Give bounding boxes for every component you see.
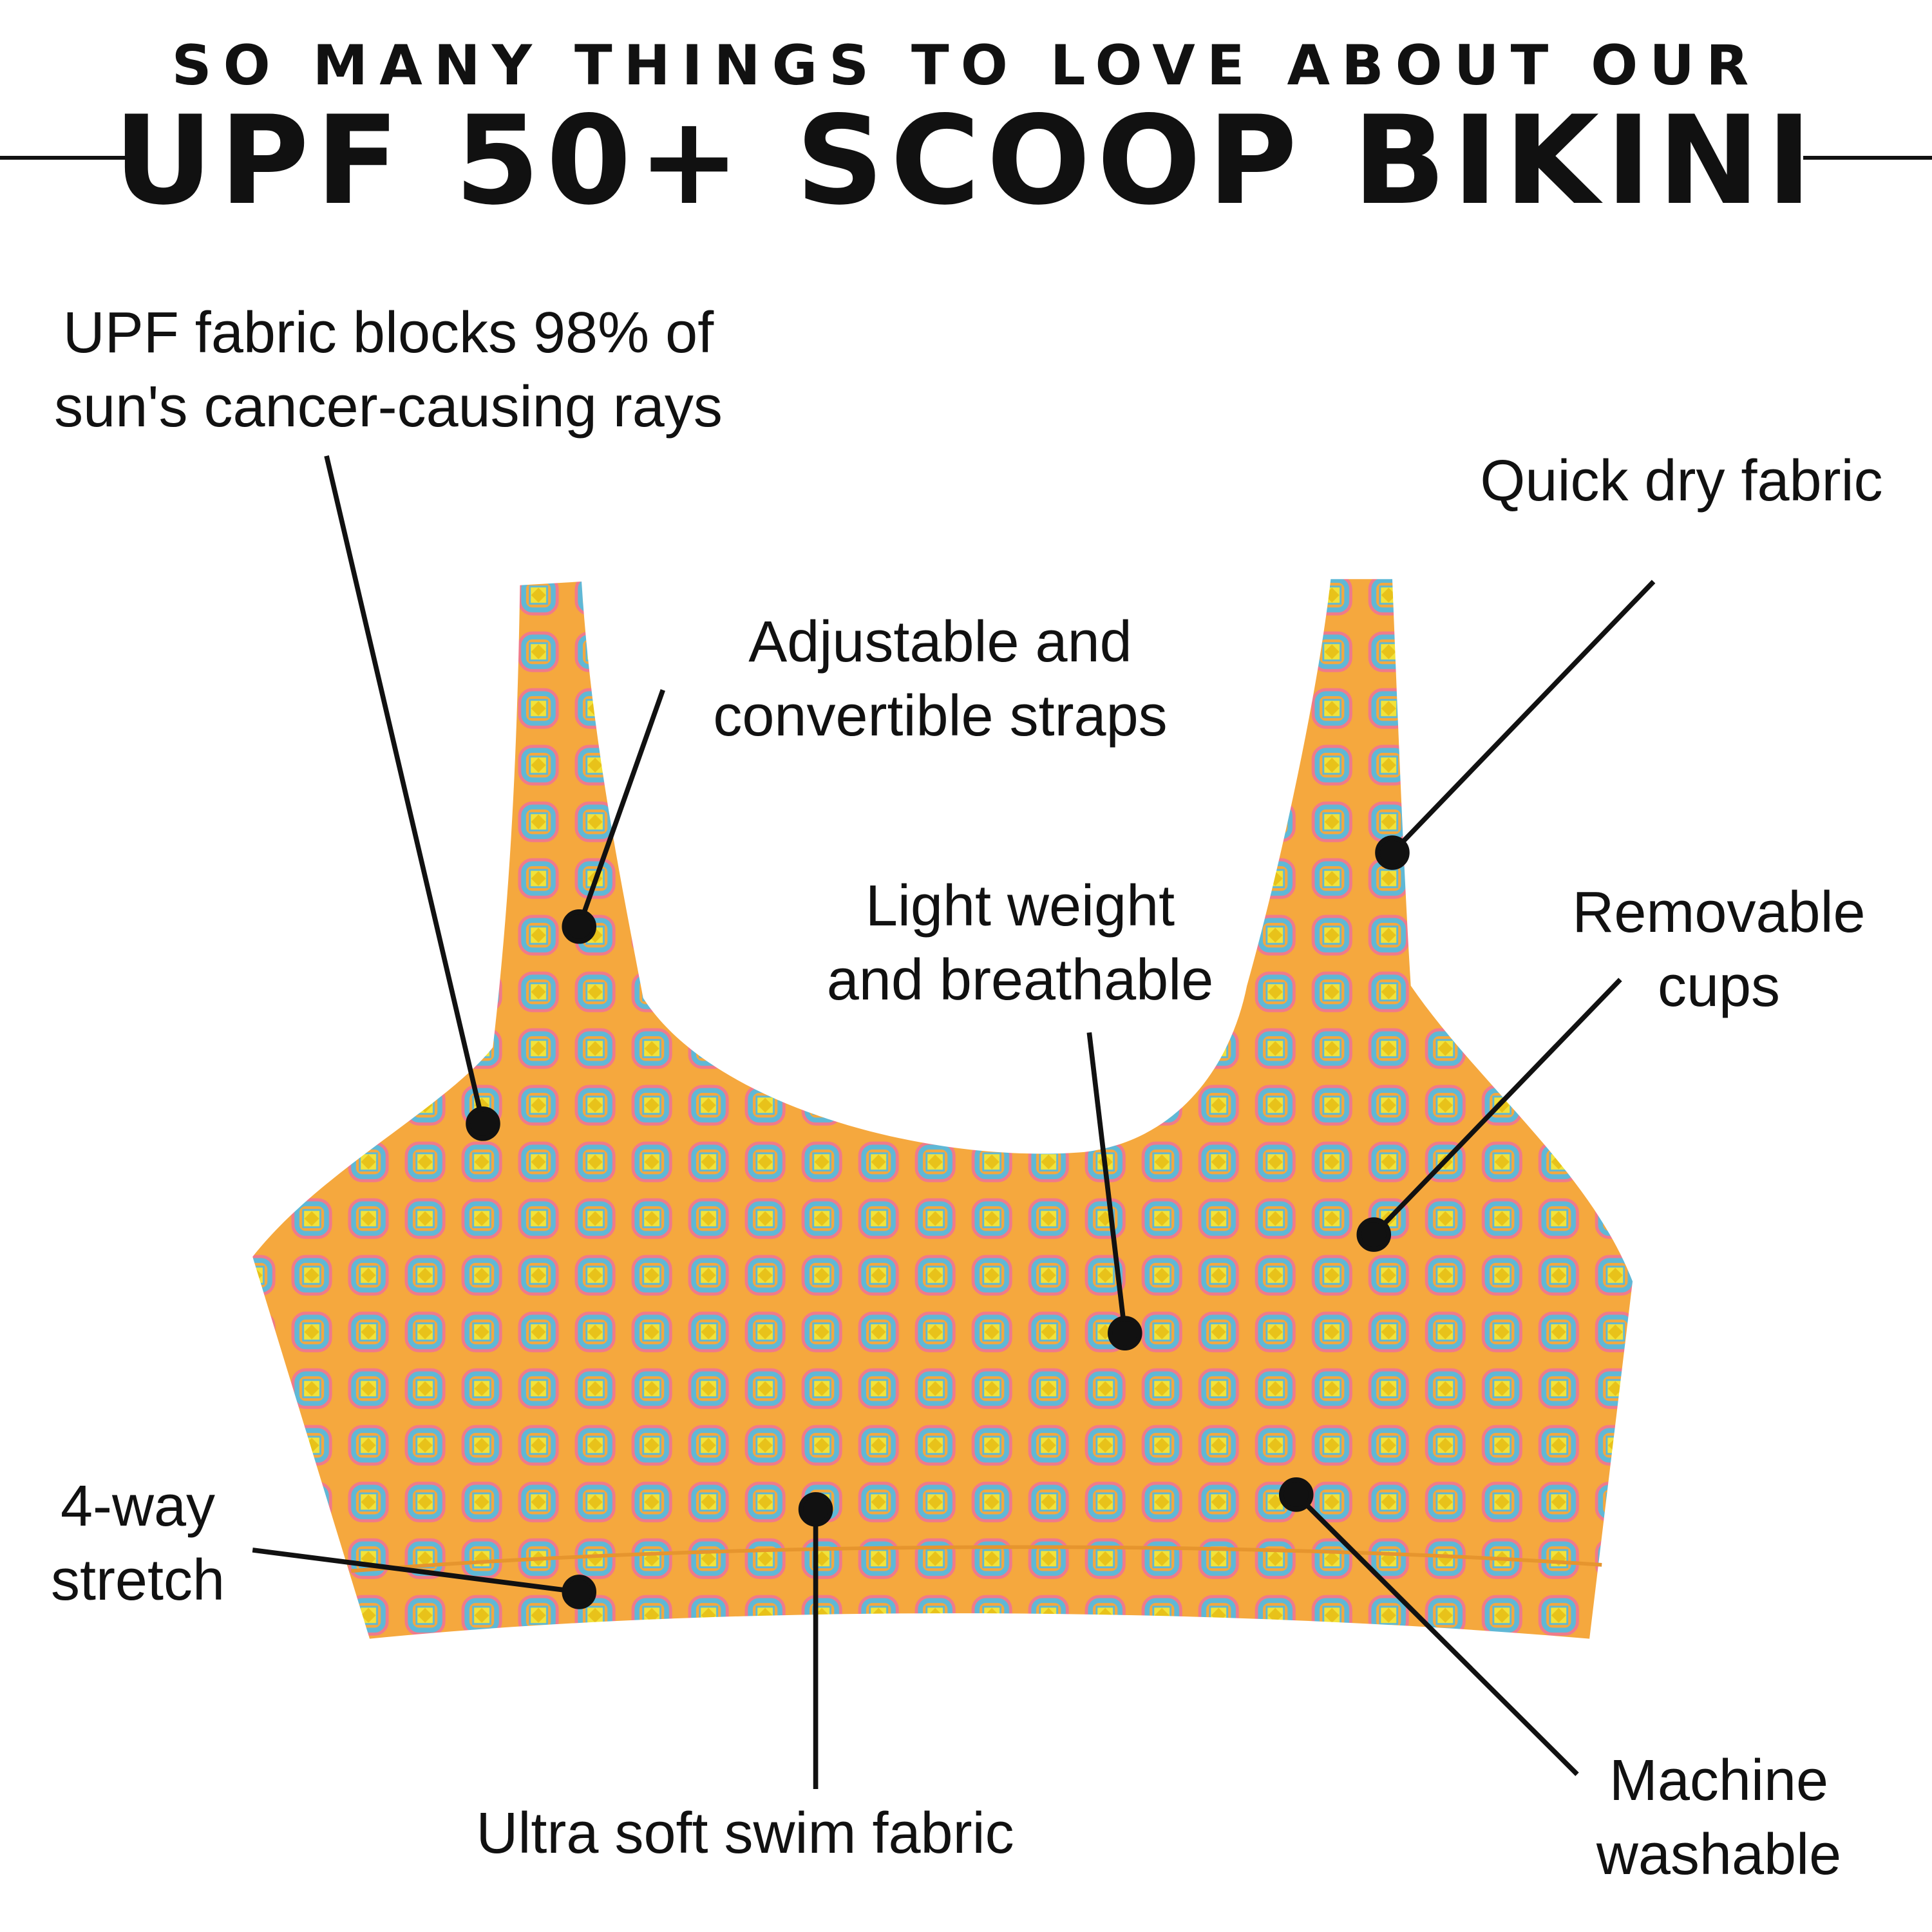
feature-straps-line1: Adjustable and <box>748 610 1132 674</box>
feature-quick-dry-line1: Quick dry fabric <box>1480 449 1883 513</box>
title-rule-left <box>0 156 129 160</box>
callout-line-quick-dry <box>1390 580 1656 855</box>
header-subtitle: SO MANY THINGS TO LOVE ABOUT OUR <box>171 33 1761 98</box>
callout-line-upf <box>324 455 486 1124</box>
feature-cups-line2: cups <box>1657 954 1781 1019</box>
title-rule-right <box>1803 156 1932 160</box>
callout-dot-soft <box>798 1492 833 1527</box>
callout-dot-cups <box>1356 1217 1392 1252</box>
feature-cups-line1: Removable <box>1572 880 1866 945</box>
feature-washable-line2: washable <box>1596 1823 1842 1887</box>
feature-upf-line1: UPF fabric blocks 98% of <box>62 301 714 365</box>
feature-soft-line1: Ultra soft swim fabric <box>476 1801 1014 1866</box>
callout-dot-lightweight <box>1108 1316 1142 1350</box>
callout-dot-stretch <box>562 1575 597 1609</box>
feature-cups: Removable cups <box>1572 876 1865 1024</box>
feature-stretch-line1: 4-way <box>60 1474 216 1539</box>
bikini-top <box>252 579 1633 1639</box>
feature-straps-line2: convertible straps <box>713 684 1168 748</box>
feature-lightweight-line2: and breathable <box>826 948 1214 1012</box>
callout-line-cups <box>1372 978 1622 1236</box>
header-title: UPF 50+ SCOOP BIKINI <box>113 90 1819 232</box>
feature-washable: Machine washable <box>1596 1744 1841 1892</box>
feature-stretch: 4-way stretch <box>51 1470 225 1618</box>
callout-dot-straps <box>562 909 597 944</box>
feature-soft: Ultra soft swim fabric <box>476 1797 1014 1871</box>
callout-dot-quick-dry <box>1375 835 1410 870</box>
feature-upf: UPF fabric blocks 98% of sun's cancer-ca… <box>54 296 723 444</box>
feature-lightweight: Light weight and breathable <box>827 869 1214 1018</box>
feature-straps: Adjustable and convertible straps <box>713 605 1167 753</box>
callout-dot-upf <box>466 1106 500 1141</box>
callout-dot-washable <box>1278 1477 1314 1512</box>
feature-upf-line2: sun's cancer-causing rays <box>54 375 723 439</box>
feature-washable-line1: Machine <box>1609 1748 1829 1813</box>
callout-line-straps <box>576 689 665 928</box>
feature-lightweight-line1: Light weight <box>865 874 1175 938</box>
callout-line-washable <box>1294 1493 1579 1776</box>
feature-stretch-line2: stretch <box>50 1548 225 1613</box>
callout-line-lightweight <box>1086 1032 1128 1334</box>
callout-line-stretch <box>252 1548 580 1595</box>
feature-quick-dry: Quick dry fabric <box>1480 444 1882 518</box>
